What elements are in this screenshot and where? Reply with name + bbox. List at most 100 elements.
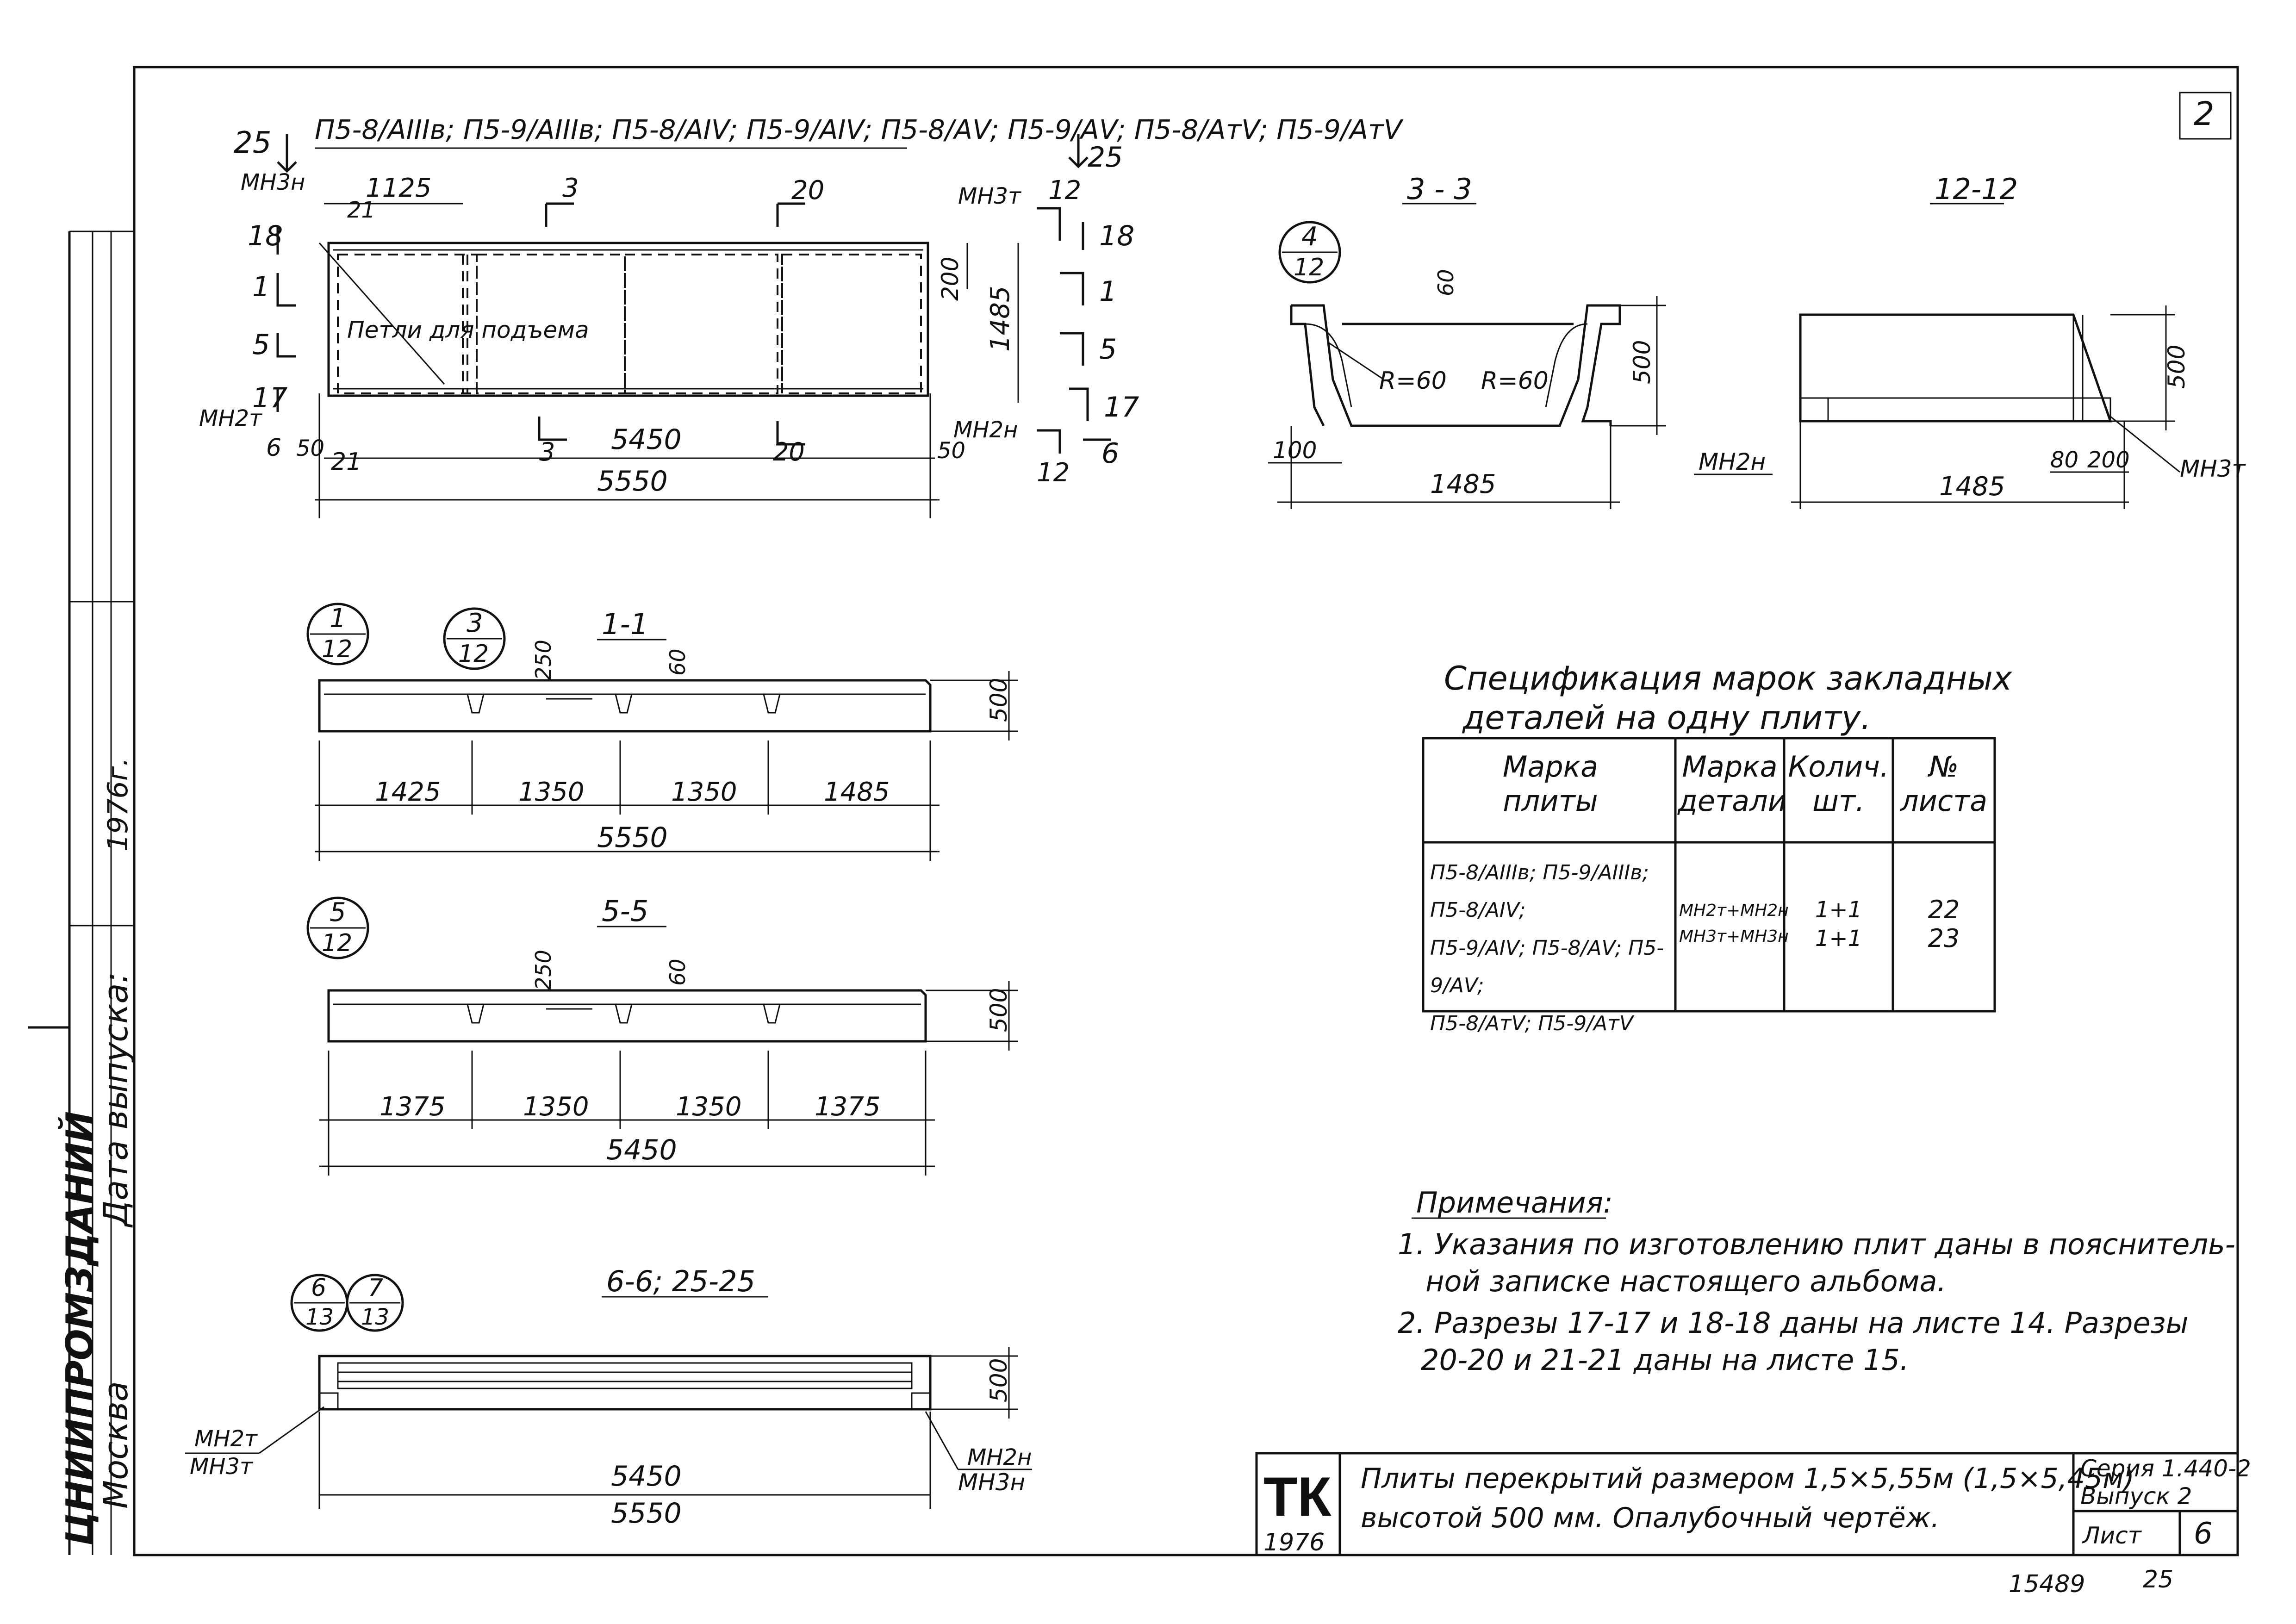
title-name-line2: высотой 500 мм. Опалубочный чертёж. bbox=[1361, 1502, 1940, 1534]
section-6-6-title: 6-6; 25-25 bbox=[606, 1264, 755, 1298]
plan-cut-3-bottom: 3 bbox=[539, 437, 555, 467]
plan-cut-17-left: 17 bbox=[252, 382, 287, 414]
section-5-5-total: 5450 bbox=[606, 1134, 677, 1166]
sheet-corner-number: 2 bbox=[2194, 95, 2215, 133]
section-3-3-dim-100: 100 bbox=[1273, 437, 1317, 464]
section-1-1-dim-500: 500 bbox=[985, 678, 1012, 722]
section-6-6-dim-5550: 5550 bbox=[611, 1497, 682, 1530]
title-series: Серия 1.440-2 bbox=[2080, 1455, 2251, 1482]
notes-line-3: 2. Разрезы 17-17 и 18-18 даны на листе 1… bbox=[1398, 1306, 2188, 1340]
section-1-1-ref2-top: 3 bbox=[467, 608, 483, 638]
section-5-5-dim-500: 500 bbox=[985, 988, 1012, 1032]
side-stamp-date-label: Дата выпуска: bbox=[96, 972, 135, 1228]
plan-dim-1485: 1485 bbox=[985, 286, 1015, 352]
plan-view: П5-8/АIIIв; П5-9/АIIIв; П5-8/АIV; П5-9/А… bbox=[199, 114, 1404, 518]
section-12-12-title: 12-12 bbox=[1935, 172, 2018, 206]
section-1-1-ref2-bottom: 12 bbox=[458, 640, 489, 668]
section-12-12-dim-500: 500 bbox=[2163, 345, 2190, 389]
bottom-number-right: 25 bbox=[2143, 1566, 2173, 1593]
section-5-5-title: 5-5 bbox=[602, 894, 648, 928]
side-stamp: ЦНИИПРОМЗДАНИЙ Москва Дата выпуска: 1976… bbox=[28, 230, 135, 1555]
plan-cut-6-right: 6 bbox=[1101, 437, 1119, 470]
side-stamp-org: ЦНИИПРОМЗДАНИЙ bbox=[58, 1111, 101, 1546]
corner-box bbox=[2179, 92, 2232, 140]
section-6-6-mark-right-2: МН3н bbox=[958, 1469, 1025, 1496]
section-5-5-span-2: 1350 bbox=[523, 1092, 589, 1122]
section-1-1-ref2 bbox=[443, 607, 506, 670]
plan-plate-outline bbox=[327, 242, 929, 397]
plan-mark-mn3n: МН3н bbox=[241, 169, 305, 195]
plan-mark-mn2t: МН2т bbox=[199, 405, 263, 431]
notes: Примечания: 1. Указания по изготовлению … bbox=[1398, 1186, 2235, 1377]
spec-sheets: 22 23 bbox=[1928, 895, 1960, 953]
spec-plate-marks: П5-8/АIIIв; П5-9/АIIIв; П5-8/АIV; П5-9/А… bbox=[1430, 861, 1664, 1035]
plan-loops-label: Петли для подъема bbox=[347, 317, 589, 343]
spec-header-sheet: № листа bbox=[1900, 750, 1988, 818]
notes-line-2: ной записке настоящего альбома. bbox=[1425, 1264, 1946, 1298]
plan-dim-50-left: 50 bbox=[296, 436, 324, 461]
spec-details: МН2т+МН2н МН3т+МН3н bbox=[1679, 901, 1789, 946]
spec-qty: 1+1 1+1 bbox=[1815, 897, 1862, 952]
spec-header-detail-mark: Марка детали bbox=[1678, 750, 1787, 818]
plan-cut-18-right: 18 bbox=[1099, 220, 1134, 252]
section-6-6-ref2-bottom: 13 bbox=[361, 1304, 389, 1330]
side-stamp-year: 1976г. bbox=[102, 758, 134, 852]
bottom-number-left: 15489 bbox=[2009, 1570, 2085, 1598]
section-12-12-dim-80: 80 bbox=[2050, 447, 2078, 473]
plan-dim-200: 200 bbox=[937, 257, 964, 301]
plan-cut-25-left: 25 bbox=[234, 126, 271, 160]
section-3-3-dim-1485: 1485 bbox=[1430, 469, 1496, 499]
section-5-5-dim-250: 250 bbox=[531, 950, 556, 990]
section-1-1-dim-250: 250 bbox=[531, 640, 556, 680]
spec-title-line1: Спецификация марок закладных bbox=[1444, 660, 2012, 697]
plan-cut-3-top: 3 bbox=[562, 173, 579, 203]
section-1-1-span-4: 1485 bbox=[824, 777, 890, 807]
title-issue: Выпуск 2 bbox=[2080, 1483, 2192, 1510]
plan-marks-header: П5-8/АIIIв; П5-9/АIIIв; П5-8/АIV; П5-9/А… bbox=[315, 114, 1404, 145]
section-1-1: 1-1 1 12 3 12 250 60 500 1425 1350 1350 … bbox=[306, 603, 1018, 861]
section-3-3-title: 3 - 3 bbox=[1407, 172, 1472, 206]
plan-cut-12-top: 12 bbox=[1048, 175, 1081, 205]
plan-dim-50-right: 50 bbox=[937, 438, 965, 464]
section-12-12-mark-right: МН3т bbox=[2180, 455, 2246, 482]
plan-cut-6-left: 6 bbox=[266, 434, 281, 462]
section-6-6-ref2 bbox=[346, 1274, 404, 1332]
section-3-3-dim-500: 500 bbox=[1629, 340, 1655, 384]
section-1-1-ref1 bbox=[306, 603, 369, 666]
section-6-6-mark-right-1: МН2н bbox=[967, 1444, 1032, 1470]
plan-cut-1-left: 1 bbox=[252, 271, 270, 303]
section-5-5-span-1: 1375 bbox=[380, 1092, 446, 1122]
section-12-12-dim-1485: 1485 bbox=[1939, 472, 2005, 502]
notes-line-1: 1. Указания по изготовлению плит даны в … bbox=[1398, 1227, 2235, 1261]
section-6-6-ref1-top: 6 bbox=[311, 1274, 326, 1302]
side-stamp-city: Москва bbox=[96, 1381, 135, 1509]
plan-dim-1125: 1125 bbox=[366, 173, 432, 203]
section-1-1-span-2: 1350 bbox=[518, 777, 585, 807]
section-5-5-span-3: 1350 bbox=[676, 1092, 742, 1122]
section-12-12-mark-left: МН2н bbox=[1699, 448, 1766, 475]
section-12-12: 12-12 500 МН2н 80 200 МН3т 1485 bbox=[1694, 172, 2246, 509]
plan-cut-17-right: 17 bbox=[1104, 391, 1139, 423]
title-logo: ТК bbox=[1263, 1466, 1332, 1528]
section-1-1-span-1: 1425 bbox=[375, 777, 441, 807]
spec-table: Спецификация марок закладных деталей на … bbox=[1422, 660, 2012, 1013]
plan-cut-25-right: 25 bbox=[1088, 141, 1123, 174]
title-year: 1976 bbox=[1263, 1529, 1325, 1556]
plan-dim-5550: 5550 bbox=[597, 465, 668, 498]
plan-cut-12-bottom: 12 bbox=[1037, 458, 1070, 488]
title-sheet-number: 6 bbox=[2194, 1517, 2213, 1551]
section-5-5-dim-60: 60 bbox=[665, 958, 690, 986]
plan-cut-1-right: 1 bbox=[1099, 275, 1117, 308]
section-6-6-mark-left-1: МН2т bbox=[194, 1426, 258, 1452]
section-3-3-ref-top: 4 bbox=[1301, 222, 1318, 252]
section-3-3-r2: R=60 bbox=[1481, 367, 1549, 395]
section-5-5-ref-top: 5 bbox=[330, 897, 346, 927]
section-3-3-ref-bottom: 12 bbox=[1294, 254, 1324, 281]
section-5-5-span-4: 1375 bbox=[815, 1092, 881, 1122]
plan-mark-mn2n: МН2н bbox=[953, 417, 1018, 443]
section-1-1-ref1-top: 1 bbox=[330, 604, 346, 634]
title-sheet-label: Лист bbox=[2082, 1522, 2142, 1549]
notes-title: Примечания: bbox=[1416, 1186, 1613, 1220]
section-6-6-dim-500: 500 bbox=[985, 1358, 1012, 1402]
section-6-6-ref2-top: 7 bbox=[368, 1274, 383, 1302]
